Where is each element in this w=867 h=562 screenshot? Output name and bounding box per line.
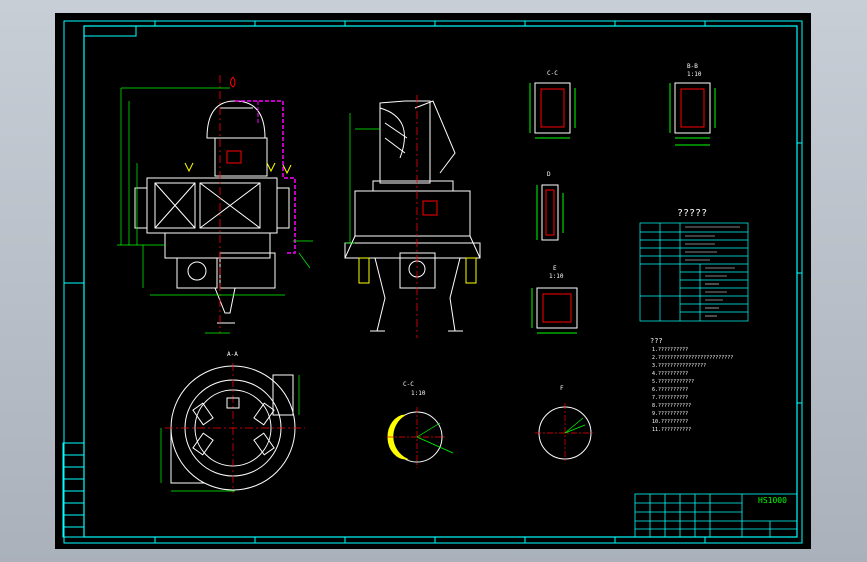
detail-b-view	[669, 82, 716, 146]
drawing-sheet: ????? ??? 1.?????????? 2.????????????????…	[55, 13, 811, 549]
detail-f-view	[535, 403, 595, 463]
section-cc-view	[387, 407, 454, 468]
parameter-table	[639, 222, 749, 322]
param-table-title: ?????	[677, 208, 708, 219]
note-item: 9.??????????	[652, 411, 689, 417]
note-item: 5.????????????	[652, 379, 695, 385]
notes-title: ???	[650, 337, 663, 345]
note-item: 3.????????????????	[652, 363, 707, 369]
view-d-label: D	[547, 171, 551, 178]
section-aa-view	[160, 363, 305, 493]
section-cc-label: C-C	[403, 381, 414, 388]
title-block	[634, 493, 798, 538]
note-item: 7.??????????	[652, 395, 689, 401]
note-item: 4.??????????	[652, 371, 689, 377]
detail-e-view	[531, 287, 578, 334]
parameter-table-values	[685, 226, 740, 317]
side-elevation-view	[344, 95, 481, 338]
sheet-frame	[62, 20, 803, 544]
main-elevation-view	[117, 75, 313, 334]
note-item: 10.?????????	[652, 419, 689, 425]
note-item: 11.??????????	[652, 427, 692, 433]
view-e-label: E	[553, 265, 557, 272]
detail-d-view	[536, 184, 564, 241]
section-aa-label: A-A	[227, 351, 238, 358]
detail-c-view	[529, 82, 576, 139]
technical-notes: 1.?????????? 2.????????????????????????? 3…	[652, 346, 733, 434]
note-item: 2.?????????????????????????	[652, 355, 734, 361]
note-item: 6.??????????	[652, 387, 689, 393]
view-c-label: C-C	[547, 70, 558, 77]
note-item: 8.???????????	[652, 403, 692, 409]
section-cc-scale: 1:10	[411, 390, 426, 397]
drawing-code: HS1000	[758, 496, 787, 505]
view-b-scale: 1:10	[687, 71, 702, 78]
view-b-label: B-B	[687, 63, 698, 70]
cad-drawing	[62, 20, 803, 544]
view-e-scale: 1:10	[549, 273, 564, 280]
detail-f-label: F	[560, 385, 564, 392]
note-item: 1.??????????	[652, 347, 689, 353]
